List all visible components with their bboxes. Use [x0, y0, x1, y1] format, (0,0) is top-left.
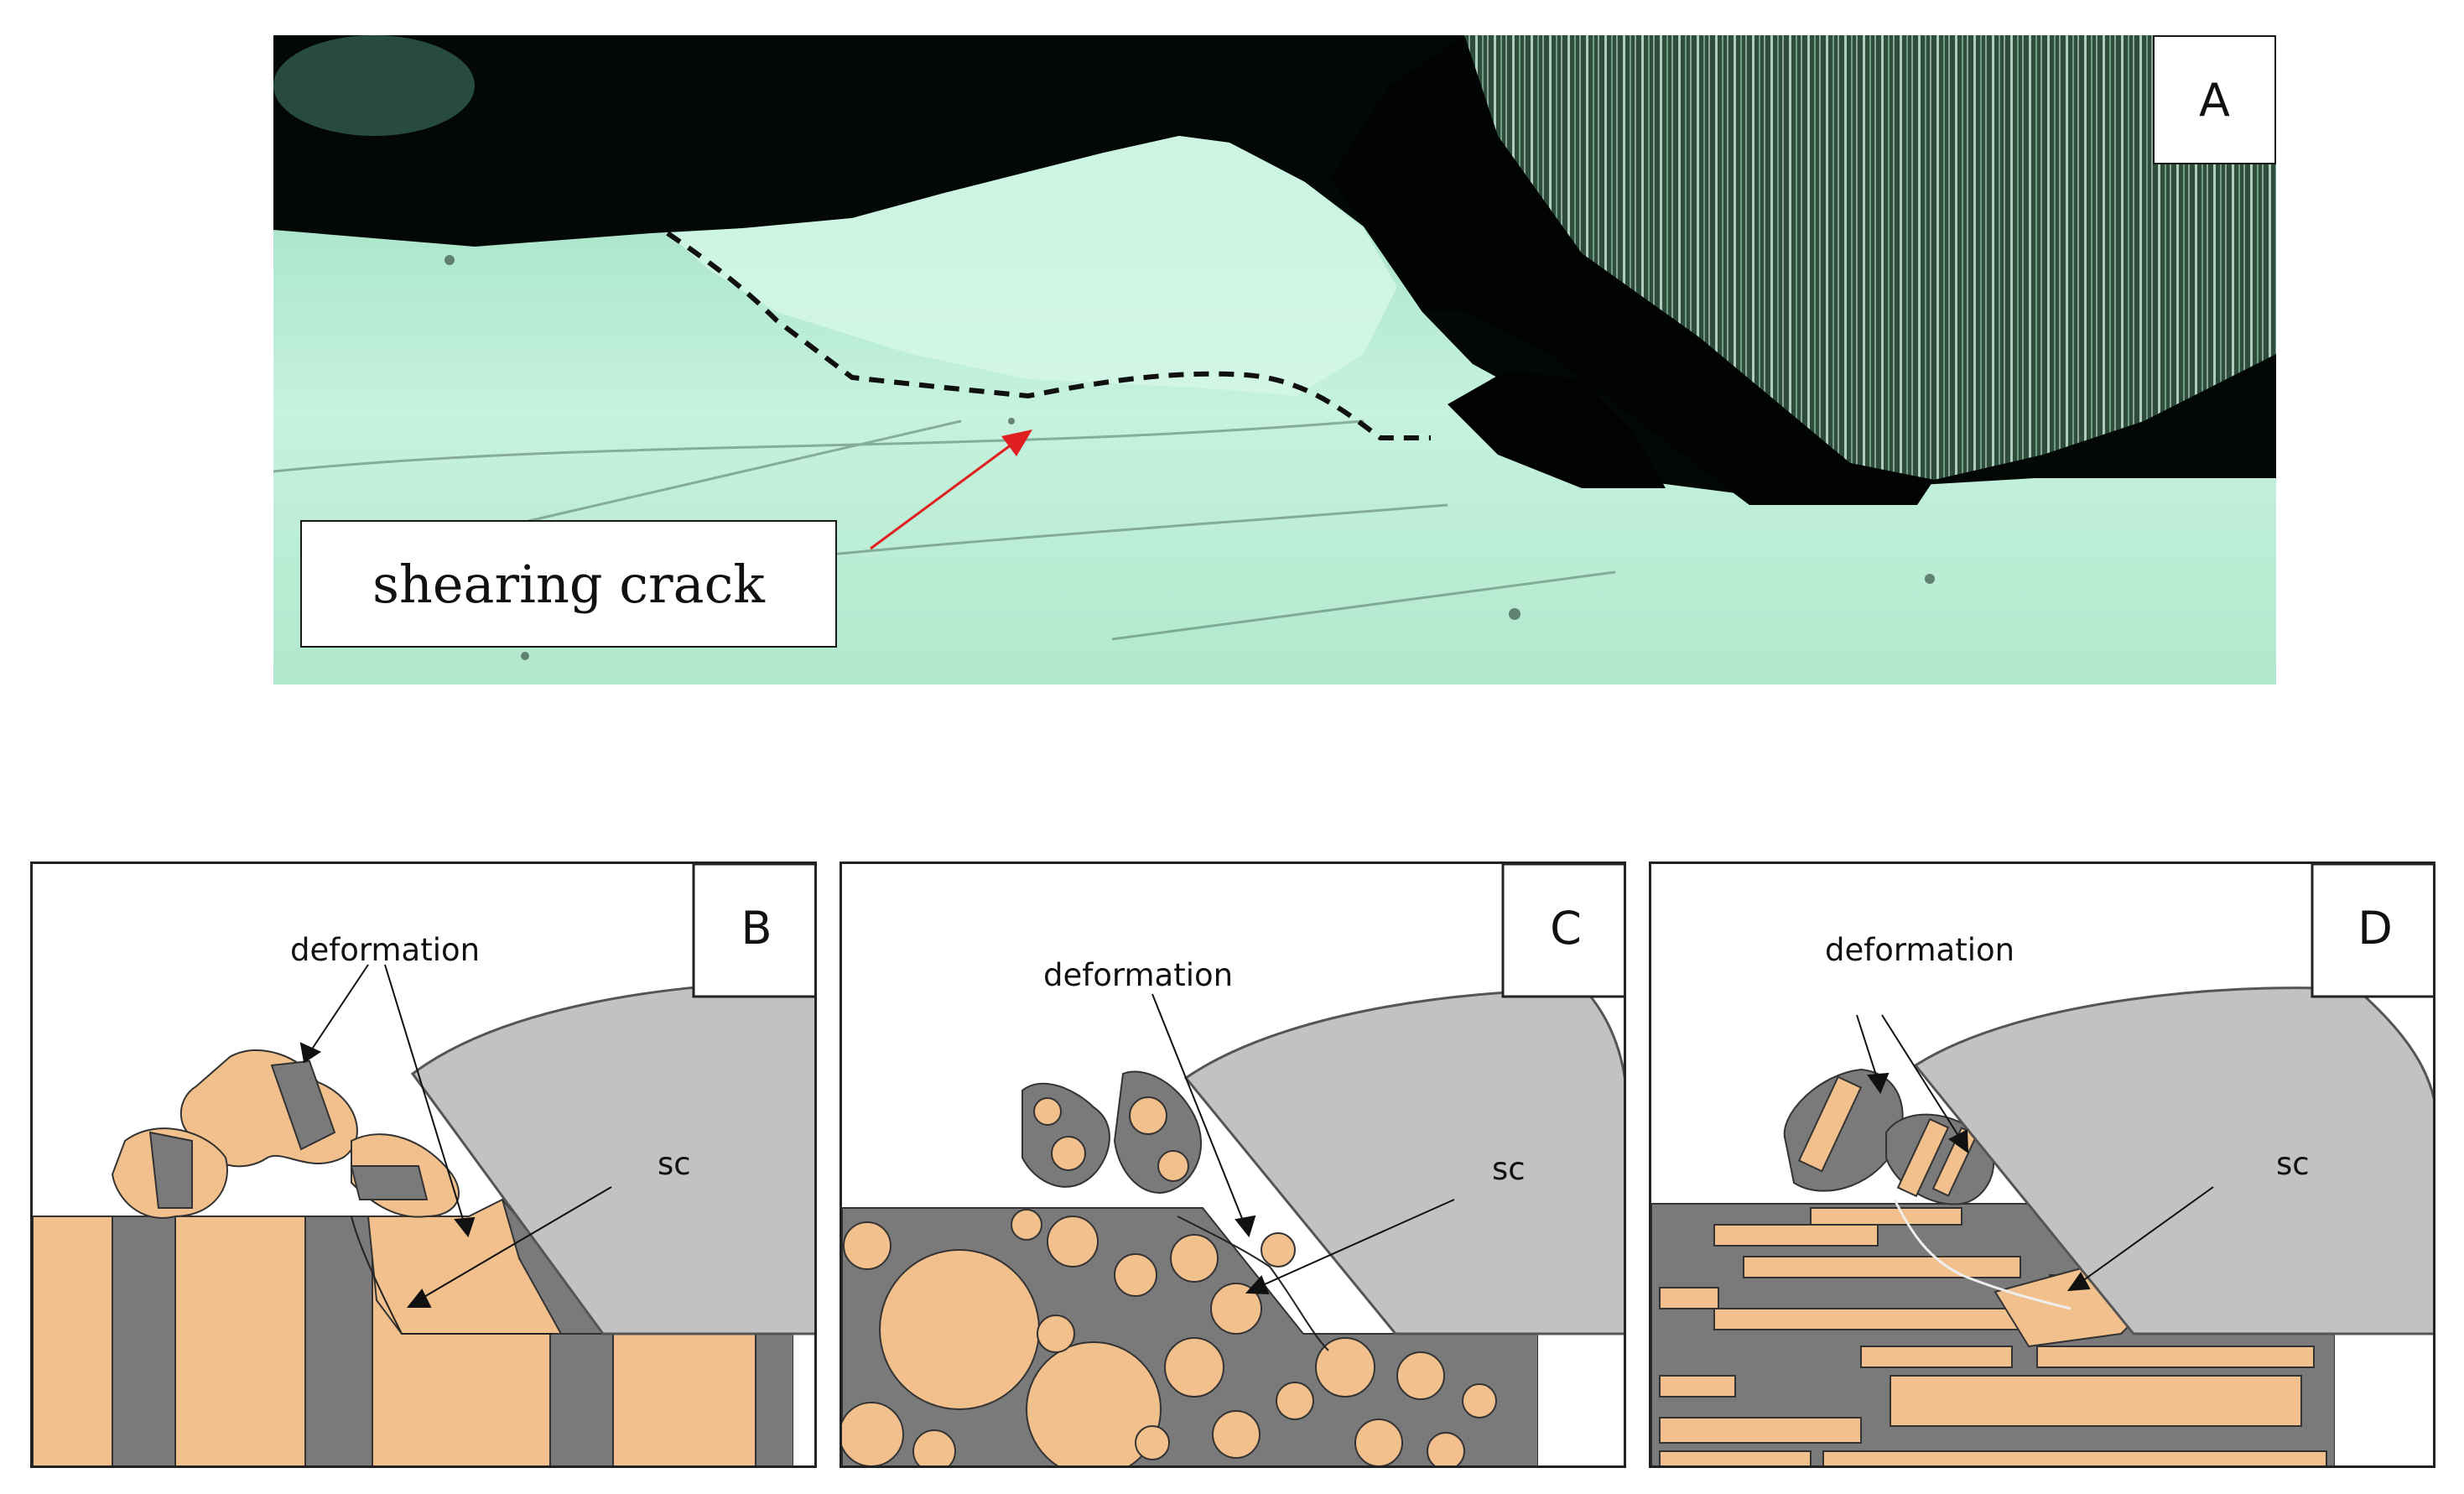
- diagram-panel-b: deformation sc B: [30, 862, 817, 1468]
- panel-d-sc-label: sc: [2276, 1146, 2310, 1182]
- diagram-panel-c: deformation sc C: [840, 862, 1626, 1468]
- panel-letter-b: B: [741, 902, 772, 955]
- panel-c-sc-label: sc: [1492, 1151, 1526, 1187]
- panel-letter-a: A: [2153, 35, 2276, 164]
- panel-c-drawing: deformation sc C: [842, 864, 1624, 1465]
- panel-b-sc-label: sc: [658, 1146, 691, 1182]
- panel-d-deformation-label: deformation: [1825, 932, 2014, 968]
- diagram-panel-d: deformation sc D: [1649, 862, 2435, 1468]
- panel-c-deformation-label: deformation: [1043, 957, 1233, 993]
- panel-letter-d: D: [2357, 902, 2393, 955]
- panel-b-drawing: deformation sc B: [33, 864, 814, 1465]
- panel-b-deformation-label: deformation: [290, 932, 480, 968]
- panel-d-drawing: deformation sc D: [1651, 864, 2433, 1465]
- panel-letter-c: C: [1550, 902, 1582, 955]
- shearing-crack-label: shearing crack: [300, 520, 837, 648]
